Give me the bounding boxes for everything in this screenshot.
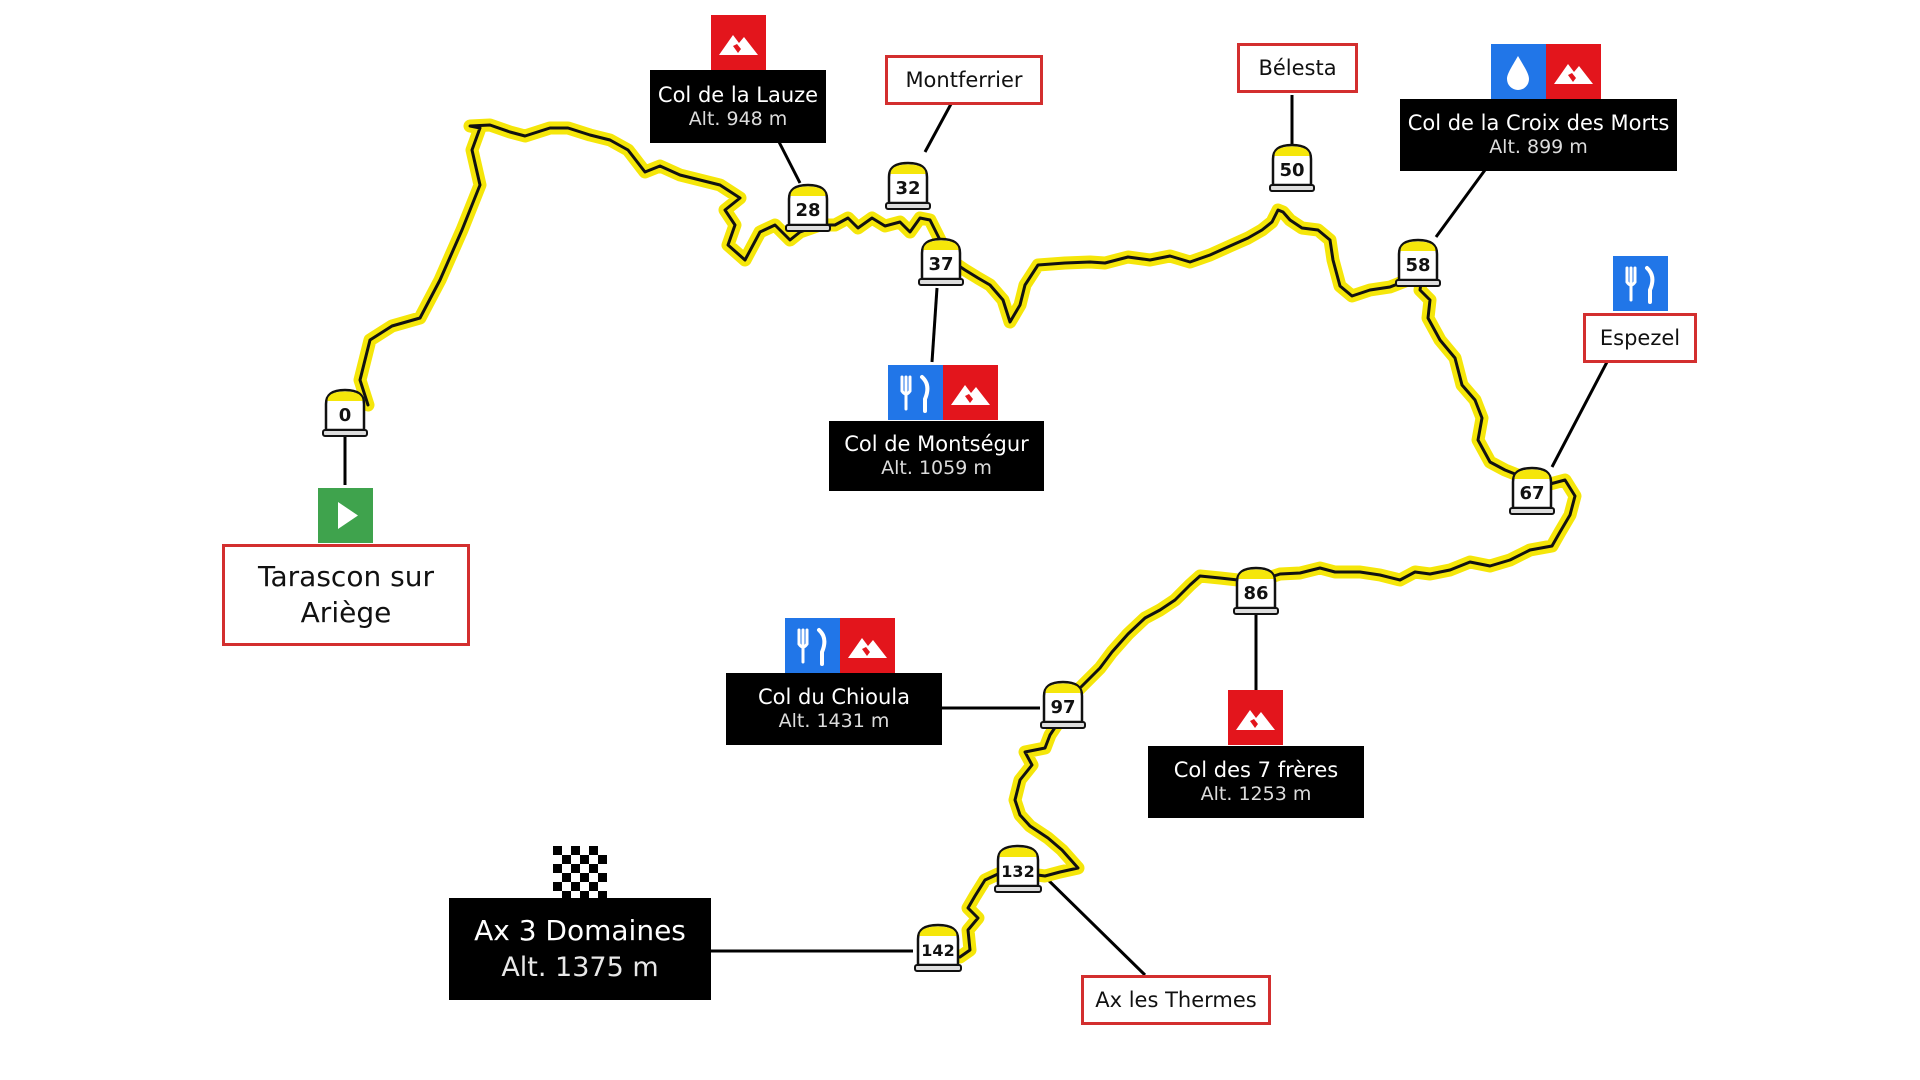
mountain-icon: [1546, 44, 1601, 99]
km-marker-label: 142: [921, 941, 954, 960]
col-altitude: Alt. 1431 m: [778, 710, 890, 733]
espezel-icons: [1613, 256, 1668, 311]
km-marker-label: 58: [1405, 255, 1430, 276]
town-name: Ax les Thermes: [1095, 987, 1257, 1012]
town-belesta: Bélesta: [1237, 43, 1358, 93]
km-marker: 58: [1395, 238, 1441, 287]
route-line: [360, 125, 1575, 957]
km-marker: 142: [914, 923, 962, 972]
col-name: Col des 7 frères: [1173, 758, 1339, 782]
km-marker-label: 28: [795, 200, 820, 221]
km-marker: 50: [1269, 143, 1315, 192]
checkered-flag-icon: [553, 846, 607, 904]
start-name: Tarascon sur Ariège: [258, 559, 434, 629]
km-marker-label: 86: [1243, 583, 1268, 604]
montsegur-icons: [888, 365, 998, 420]
km-marker-label: 0: [339, 405, 352, 426]
col-lauze-label: Col de la Lauze Alt. 948 m: [650, 70, 826, 143]
km-marker: 86: [1233, 566, 1279, 615]
finish-label: Ax 3 Domaines Alt. 1375 m: [449, 898, 711, 1000]
col-croix-des-morts-label: Col de la Croix des Morts Alt. 899 m: [1400, 99, 1677, 171]
mountain-icon: [840, 618, 895, 673]
km-marker: 132: [994, 844, 1042, 893]
finish-altitude: Alt. 1375 m: [501, 951, 659, 983]
col-name: Col du Chioula: [757, 685, 910, 709]
chioula-icons: [785, 618, 895, 673]
connector-lines: [343, 95, 1609, 977]
col-altitude: Alt. 899 m: [1489, 136, 1588, 159]
col-altitude: Alt. 948 m: [688, 107, 788, 130]
water-drop-icon: [1491, 44, 1546, 99]
mountain-icon: [943, 365, 998, 420]
finish-name: Ax 3 Domaines: [474, 914, 686, 948]
km-marker-label: 67: [1519, 483, 1544, 504]
town-ax-les-thermes: Ax les Thermes: [1081, 975, 1271, 1025]
km-marker-label: 50: [1279, 160, 1304, 181]
start-label: Tarascon sur Ariège: [222, 544, 470, 646]
col-altitude: Alt. 1253 m: [1200, 783, 1312, 806]
col-sept-freres-label: Col des 7 frères Alt. 1253 m: [1148, 746, 1364, 818]
km-marker: 28: [785, 183, 831, 232]
km-marker: 32: [885, 161, 931, 210]
col-name: Col de la Lauze: [657, 82, 819, 107]
croix-des-morts-icons: [1491, 44, 1601, 99]
km-marker: 97: [1040, 680, 1086, 729]
km-marker-label: 37: [928, 254, 953, 275]
km-marker-label: 32: [895, 178, 920, 199]
town-espezel: Espezel: [1583, 313, 1697, 363]
mountain-icon: [711, 15, 766, 70]
town-name: Bélesta: [1258, 55, 1337, 80]
km-marker-label: 97: [1050, 697, 1075, 718]
col-montsegur-label: Col de Montségur Alt. 1059 m: [829, 421, 1044, 491]
col-altitude: Alt. 1059 m: [881, 457, 992, 480]
km-marker: 0: [322, 388, 368, 437]
finish-icon-box: [553, 846, 607, 904]
km-marker: 37: [918, 237, 964, 286]
col-name: Col de Montségur: [844, 432, 1029, 456]
fork-knife-icon: [785, 618, 840, 673]
play-icon: [318, 488, 373, 543]
col-chioula-label: Col du Chioula Alt. 1431 m: [726, 673, 942, 745]
town-name: Montferrier: [905, 67, 1023, 92]
sept-freres-icons: [1228, 690, 1283, 745]
fork-knife-icon: [888, 365, 943, 420]
town-montferrier: Montferrier: [885, 55, 1043, 105]
km-marker-label: 132: [1001, 862, 1034, 881]
mountain-icon: [1228, 690, 1283, 745]
start-icon-box: [318, 488, 373, 543]
col-name: Col de la Croix des Morts: [1407, 111, 1670, 135]
km-markers: 0 28 32 37 50 58 67 86 97 132 142: [322, 143, 1555, 972]
lauze-icons: [711, 15, 766, 70]
fork-knife-icon: [1613, 256, 1668, 311]
km-marker: 67: [1509, 466, 1555, 515]
town-name: Espezel: [1599, 325, 1681, 350]
